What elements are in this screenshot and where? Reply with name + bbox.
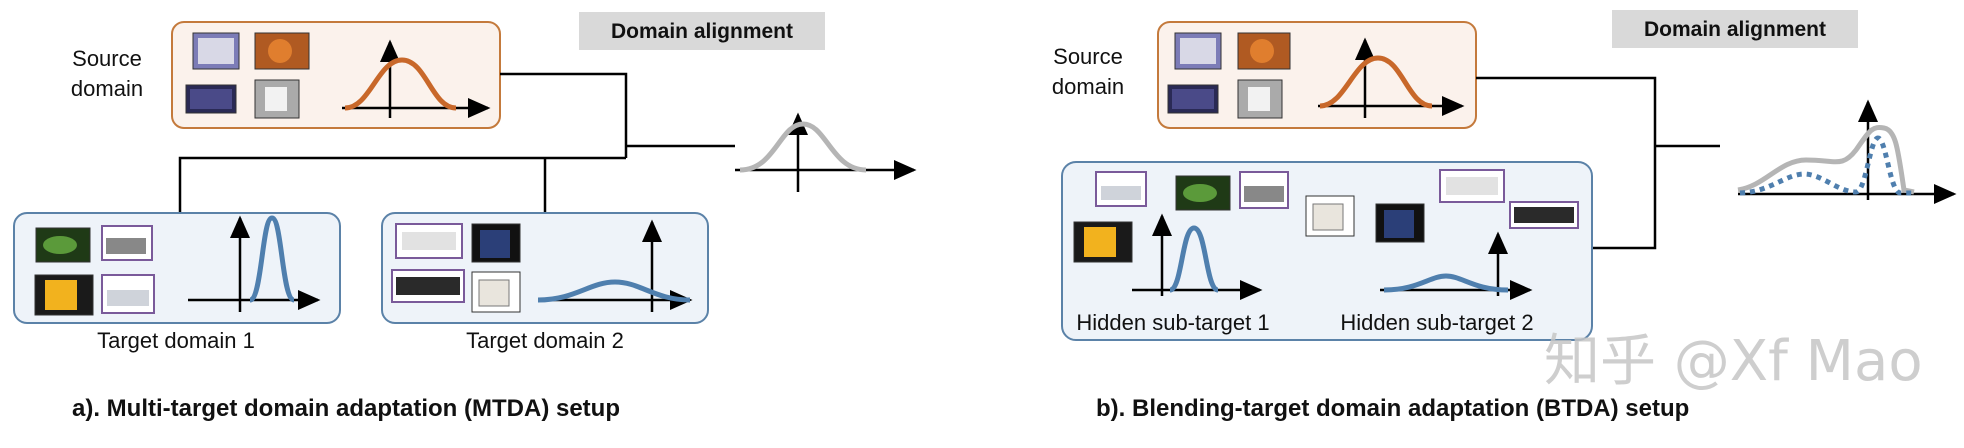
target-domain-1-box [13,212,341,324]
blended-source-curve [1737,125,1915,195]
domain-alignment-label-b: Domain alignment [1644,18,1826,41]
target2-images [391,223,521,313]
source-images-b [1167,32,1291,119]
panel-b: Source domain Domain alignment [1052,10,1957,422]
source-connector-b [1476,76,1657,250]
blended-target-curve [1739,135,1914,196]
source-label-b-line1: Source [1053,44,1123,69]
aligned-distribution-curve [739,121,867,173]
source-label-line1: Source [72,46,142,71]
target2-distribution-curve [537,279,691,303]
hidden1-distribution-curve [1168,225,1220,293]
source-label-b-line2: domain [1052,74,1124,99]
source-distribution-curve-b [1319,55,1433,109]
hidden2-distribution-curve [1383,273,1509,293]
domain-alignment-badge-b [1612,10,1858,48]
source-distribution-curve [344,57,457,111]
hidden1-label: Hidden sub-target 1 [1076,310,1269,335]
panel-a: Source domain Domain alignment [13,12,917,422]
targets-connector [178,156,626,213]
source-images [185,32,310,119]
caption-b: b). Blending-target domain adaptation (B… [1096,395,1689,422]
source-connector [500,72,628,158]
hidden2-label: Hidden sub-target 2 [1340,310,1533,335]
blended-images [1073,169,1579,263]
watermark: 知乎 @Xf Mao [1544,329,1923,394]
target1-label: Target domain 1 [97,328,255,353]
target2-label: Target domain 2 [466,328,624,353]
target1-distribution-curve [248,215,296,303]
target1-images [34,225,155,316]
source-label-line2: domain [71,76,143,101]
domain-alignment-badge [579,12,825,50]
caption-a: a). Multi-target domain adaptation (MTDA… [72,395,620,422]
domain-alignment-label: Domain alignment [611,20,793,43]
